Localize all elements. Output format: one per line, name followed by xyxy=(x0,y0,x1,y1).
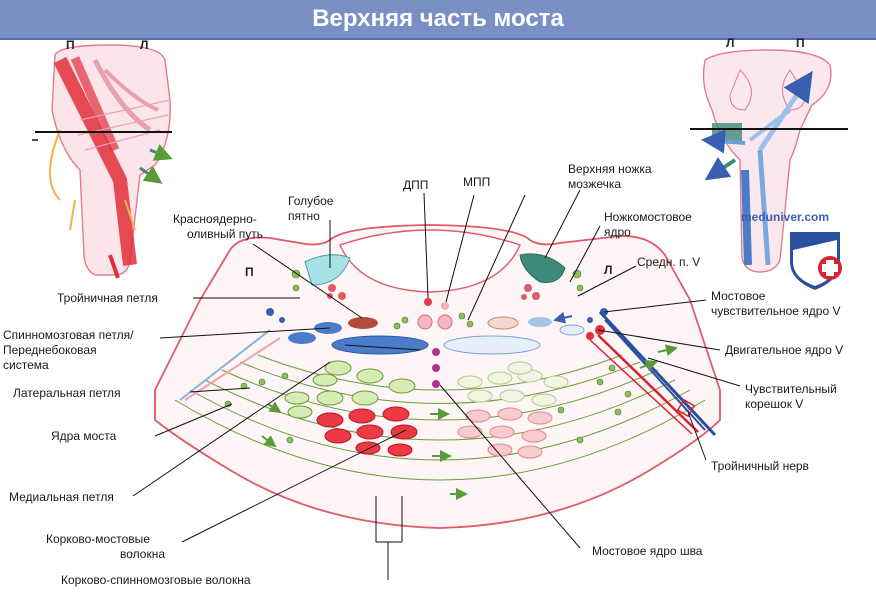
leader-lines xyxy=(132,189,741,580)
label-trigeminal-nerve: Тройничный нерв xyxy=(711,459,809,473)
label-spinal-lemniscus-2: Переднебоковая xyxy=(3,343,97,357)
label-medial-lemniscus: Медиальная петля xyxy=(9,490,114,504)
label-corticopontine-2: волокна xyxy=(120,547,166,561)
label-raphe-nucleus: Мостовое ядро шва xyxy=(592,544,703,558)
label-motor-v: Двигательное ядро V xyxy=(725,343,844,357)
left-thumb-side-p: П xyxy=(66,38,75,52)
pons-section xyxy=(154,224,721,529)
title-bar xyxy=(0,0,876,40)
right-thumb-side-l: Л xyxy=(726,36,735,50)
right-brainstem-thumbnail xyxy=(690,49,848,273)
page-title: Верхняя часть моста xyxy=(312,5,564,32)
label-sensory-root-v-2: корешок V xyxy=(745,397,804,411)
label-spinal-lemniscus-3: система xyxy=(3,358,49,372)
label-pontine-sensory-v-1: Мостовое xyxy=(711,289,766,303)
right-thumb-side-p: П xyxy=(796,36,805,50)
label-pedunculopontine-1: Ножкомостовое xyxy=(604,210,692,224)
label-corticospinal: Корково-спинномозговые волокна xyxy=(61,573,251,587)
label-corticopontine-1: Корково-мостовые xyxy=(46,532,150,546)
left-thumb-side-l: Л xyxy=(140,38,149,52)
section-side-l: Л xyxy=(604,263,613,277)
watermark-text: meduniver.com xyxy=(741,210,830,224)
label-mpp: МПП xyxy=(463,175,491,189)
label-trigeminal-lemniscus: Тройничная петля xyxy=(57,291,158,305)
label-sensory-root-v-1: Чувствительный xyxy=(745,382,837,396)
label-pontine-sensory-v-2: чувствительное ядро V xyxy=(711,304,841,318)
label-lateral-lemniscus: Латеральная петля xyxy=(13,386,121,400)
label-sup-cerebellar-2: мозжечка xyxy=(568,177,622,191)
label-blue-spot-2: пятно xyxy=(288,209,320,223)
section-side-p: П xyxy=(245,265,254,279)
label-pontine-nuclei: Ядра моста xyxy=(51,429,117,443)
label-spinal-lemniscus-1: Спинномозговая петля/ xyxy=(3,328,134,342)
label-mid-v: Средн. п. V xyxy=(637,255,701,269)
meduniver-shield-logo xyxy=(790,232,842,290)
label-dpp: ДПП xyxy=(403,178,429,192)
label-pedunculopontine-2: ядро xyxy=(604,225,631,239)
label-rubro-olivary-1: Красноядерно- xyxy=(173,212,257,226)
label-rubro-olivary-2: оливный путь xyxy=(187,227,264,241)
label-sup-cerebellar-1: Верхняя ножка xyxy=(568,162,652,176)
label-blue-spot-1: Голубое xyxy=(288,194,334,208)
left-brainstem-thumbnail xyxy=(32,44,173,279)
